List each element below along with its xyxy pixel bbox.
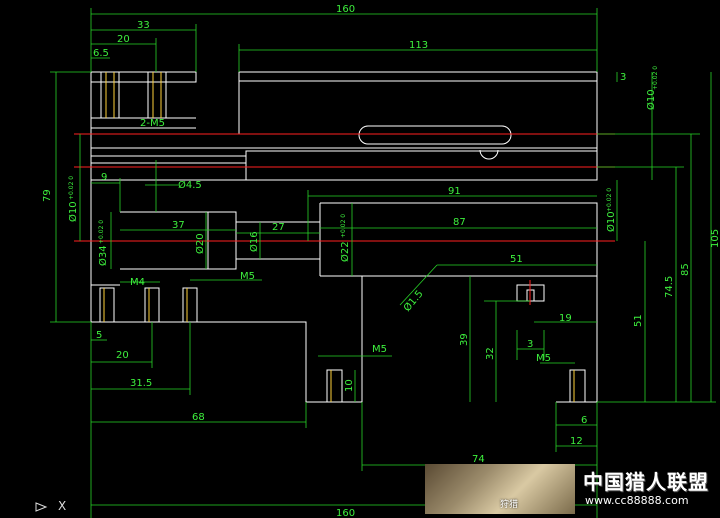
dim-10: 10 (344, 379, 355, 392)
dim-6_5: 6.5 (93, 48, 109, 59)
ucs-icon (35, 502, 48, 512)
dim-phi10-right-top: Ø10 (645, 89, 657, 110)
dimension-lines (50, 8, 716, 518)
slot-notch (479, 149, 499, 160)
site-watermark: 狩猎 中国猎人联盟 www.cc88888.com (425, 464, 713, 514)
hole-low-1 (99, 287, 115, 323)
hole-bottom-1 (326, 369, 343, 403)
dim-m5-low: M5 (372, 344, 387, 355)
dim-phi10-right-mid: Ø10 (605, 211, 617, 232)
dim-3-small: 3 (527, 339, 533, 350)
dim-74_5: 74.5 (664, 276, 675, 298)
dim-91: 91 (448, 186, 461, 197)
dim-phi20: Ø20 (194, 233, 206, 254)
tol-phi10-right-top: +0.02 0 (652, 66, 659, 90)
dim-5: 5 (96, 330, 102, 341)
tol-phi22: +0.02 0 (340, 214, 347, 238)
dim-33: 33 (137, 20, 150, 31)
dim-phi34: Ø34 (97, 245, 109, 266)
hole-top-1 (100, 71, 120, 119)
dim-160-top: 160 (336, 4, 355, 15)
dim-2m5: 2-M5 (140, 118, 165, 129)
watermark-url: www.cc88888.com (585, 494, 689, 507)
dim-113: 113 (409, 40, 428, 51)
dim-39: 39 (459, 333, 470, 346)
dim-phi16: Ø16 (248, 231, 260, 252)
watermark-photo-label: 狩猎 (500, 500, 519, 510)
dim-31_5: 31.5 (130, 378, 152, 389)
hole-low-2 (144, 287, 160, 323)
dim-m5-mid: M5 (240, 271, 255, 282)
hole-top-2 (147, 71, 167, 119)
ucs-axis-label: X (58, 499, 67, 513)
dim-68: 68 (192, 412, 205, 423)
dim-37: 37 (172, 220, 185, 231)
slot (358, 125, 512, 145)
dim-87: 87 (453, 217, 466, 228)
dim-74: 74 (472, 454, 485, 465)
dim-27: 27 (272, 222, 285, 233)
dim-19: 19 (559, 313, 572, 324)
dim-m5-right: M5 (536, 353, 551, 364)
bore-block (245, 150, 598, 181)
dim-9: 9 (101, 172, 107, 183)
dim-m4: M4 (130, 277, 145, 288)
watermark-photo: 狩猎 (425, 464, 575, 514)
dim-phi4_5: Ø4.5 (178, 179, 202, 191)
dim-51-h: 51 (510, 254, 523, 265)
watermark-site-name: 中国猎人联盟 (583, 470, 709, 494)
dim-105: 105 (710, 229, 720, 248)
dim-79: 79 (42, 189, 53, 202)
tol-phi10-right-mid: +0.02 0 (606, 188, 613, 212)
dim-20-top: 20 (117, 34, 130, 45)
tol-phi10-left: +0.02 0 (68, 176, 75, 200)
dim-51-v: 51 (633, 314, 644, 327)
dim-3: 3 (620, 72, 626, 83)
dim-85: 85 (680, 263, 691, 276)
dim-160-bottom: 160 (336, 508, 355, 518)
top-right-block (238, 71, 598, 82)
dim-32: 32 (485, 347, 496, 360)
dim-20-low: 20 (116, 350, 129, 361)
dim-phi22: Ø22 (339, 241, 351, 262)
hole-bottom-2 (569, 369, 586, 403)
center-lines (74, 133, 615, 242)
hole-low-3 (182, 287, 198, 323)
tol-phi34: +0.02 0 (98, 220, 105, 244)
right-bore (320, 202, 598, 276)
dim-12: 12 (570, 436, 583, 447)
top-left-block (91, 71, 197, 83)
dim-6: 6 (581, 415, 587, 426)
dim-phi1_5: Ø1.5 (401, 288, 425, 314)
dimension-text: 160 33 20 6.5 113 3 2-M5 79 Ø10 +0.02 0 … (42, 4, 720, 518)
phi1_5-leader (399, 264, 438, 306)
dim-phi10-left: Ø10 (67, 201, 79, 222)
